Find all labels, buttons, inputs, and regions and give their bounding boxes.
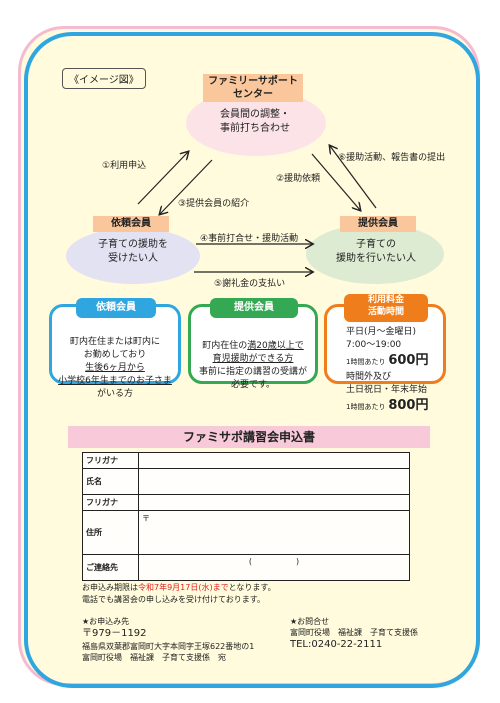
provider-card-title: 提供会員 — [210, 298, 298, 318]
outer-blue-frame — [24, 32, 480, 688]
name-furigana-field[interactable] — [138, 452, 410, 469]
address-furigana-field[interactable] — [138, 494, 410, 511]
requester-desc: 子育ての援助を 受けたい人 — [98, 239, 168, 264]
furigana-label: フリガナ — [82, 452, 139, 469]
flow-introduce: ③提供会員の紹介 — [178, 199, 250, 209]
application-form: フリガナ 氏名 フリガナ 住所 〒 ご連絡先 () — [82, 452, 410, 581]
apply-to-block: ★お申込み先 〒979－1192 福島県双葉郡富岡町大字本岡字王塚622番地の1… — [82, 617, 255, 663]
support-center-desc: 会員間の調整・ 事前打ち合わせ — [220, 109, 290, 134]
requester-card-title: 依頼会員 — [76, 298, 156, 318]
arrow-introduce — [160, 159, 213, 214]
requester-ellipse — [66, 228, 200, 284]
arrow-report — [330, 146, 377, 209]
name-label: 氏名 — [82, 468, 139, 495]
deadline-notes: お申込み期限は令和7年9月17日(水)までとなります。 電話でも講習会の申し込み… — [82, 583, 276, 604]
contact-label: ご連絡先 — [82, 554, 139, 581]
arrow-request — [311, 153, 360, 210]
support-center-label: ファミリーサポート センター — [203, 74, 303, 102]
deadline-date: 令和7年9月17日(水)まで — [138, 583, 229, 592]
provider-card-text: 町内在住の満20歳以上で 育児援助ができる方 事前に指定の講習の受講が 必要です… — [198, 341, 307, 391]
arrow-apply — [137, 152, 188, 205]
image-diagram-tag: 《イメージ図》 — [62, 68, 146, 89]
form-title-banner: ファミサポ講習会申込書 — [68, 426, 430, 448]
provider-label: 提供会員 — [340, 216, 416, 232]
name-field[interactable] — [138, 468, 410, 495]
flow-prep: ④事前打合せ・援助活動 — [200, 234, 299, 244]
inquiry-block: ★お問合せ 富岡町役場 福祉課 子育て支援係 TEL:0240-22-2111 — [290, 617, 418, 651]
flow-report: ⑥援助活動、報告書の提出 — [338, 153, 446, 163]
inquiry-phone: TEL:0240-22-2111 — [290, 639, 383, 651]
provider-desc: 子育ての 援助を行いたい人 — [336, 239, 416, 264]
fee-card-title: 利用料金 活動時間 — [344, 294, 428, 322]
address-field[interactable]: 〒 — [138, 510, 410, 555]
address-furigana-label: フリガナ — [82, 494, 139, 511]
provider-ellipse — [306, 224, 444, 284]
requester-label: 依頼会員 — [93, 216, 169, 232]
weekday-price: 600円 — [388, 353, 429, 369]
fee-details: 平日(月～金曜日) 7:00～19:00 1時間あたり 600円 時間外及び 土… — [346, 327, 429, 414]
flow-apply: ①利用申込 — [102, 161, 147, 171]
holiday-price: 800円 — [388, 398, 429, 414]
requester-card-text: 町内在住または町内に お勤めしており 生後6ヶ月から 小学校6年生までのお子さま… — [58, 337, 172, 400]
flow-payment: ⑤謝礼金の支払い — [214, 279, 286, 289]
address-label: 住所 — [82, 510, 139, 555]
postal-mark: 〒 — [142, 514, 150, 523]
contact-field[interactable]: () — [138, 554, 410, 581]
flow-request: ②援助依頼 — [276, 174, 321, 184]
